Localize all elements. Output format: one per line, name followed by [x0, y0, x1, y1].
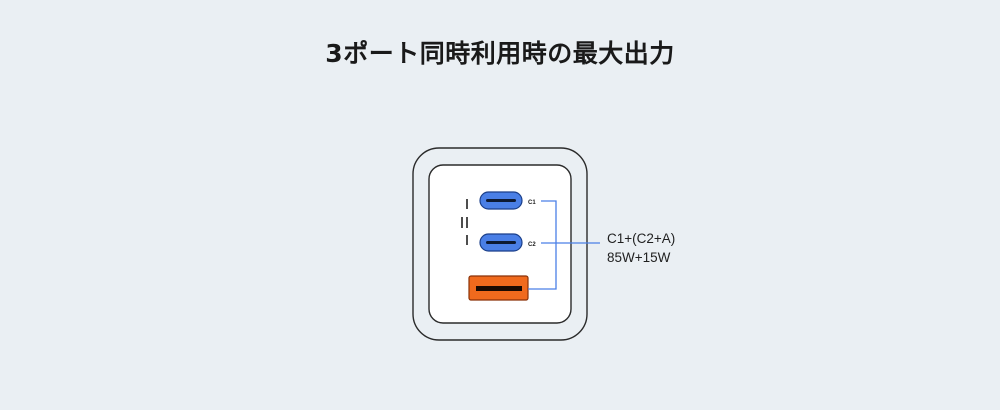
connector-lines: [528, 200, 600, 290]
indicator-marks-icon: [461, 199, 468, 245]
output-spec-label: C1+(C2+A) 85W+15W: [607, 229, 675, 267]
port-label-c2: C2: [528, 242, 536, 248]
usb-a-port: [468, 275, 529, 301]
output-spec-watts: 85W+15W: [607, 250, 671, 265]
charger-outer-shell: [412, 147, 588, 341]
usb-c-port-c1: [479, 191, 523, 210]
page-title: 3ポート同時利用時の最大出力: [325, 39, 675, 68]
output-spec-ports: C1+(C2+A): [607, 231, 676, 246]
usb-c-port-c2: [479, 233, 523, 252]
port-label-c1: C1: [528, 200, 536, 206]
